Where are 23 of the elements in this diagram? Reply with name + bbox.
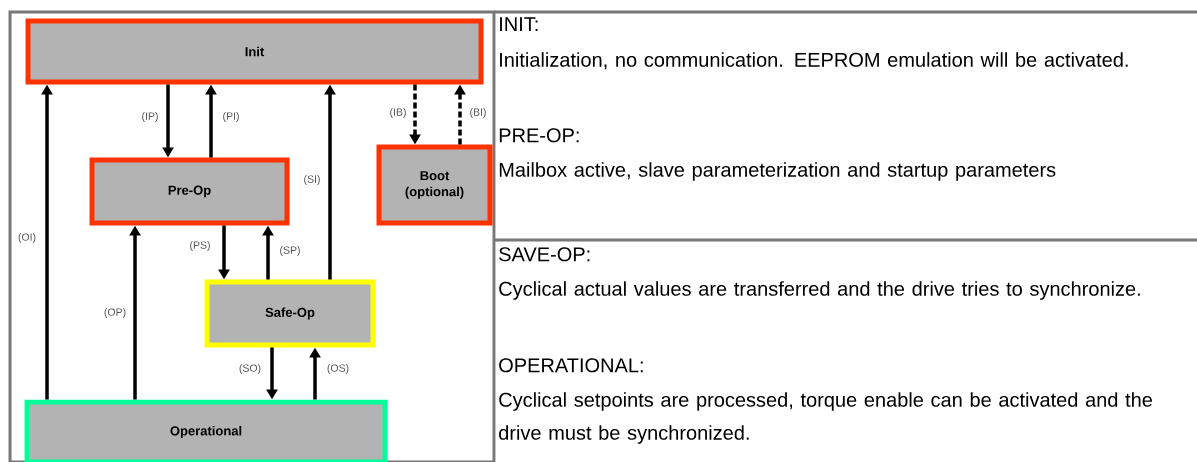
- edge-label: (OS): [325, 363, 351, 375]
- state-box: Boot (optional): [376, 144, 493, 226]
- edge-label: (OI): [17, 232, 38, 244]
- state-box: Init: [25, 18, 484, 85]
- edge-label: (BI): [468, 107, 488, 119]
- edge-label: (SO): [237, 363, 263, 375]
- state-box: Safe-Op: [204, 279, 376, 348]
- edge-label: (SP): [278, 245, 302, 257]
- state-box: Operational: [24, 399, 388, 462]
- state-box: Pre-Op: [89, 157, 290, 226]
- edge-label: (IB): [388, 107, 408, 119]
- heading-text: OPERATIONAL:: [499, 358, 643, 373]
- heading-text: INIT:: [500, 17, 538, 31]
- edge-label: (OP): [102, 307, 128, 319]
- heading-text: SAVE-OP:: [499, 247, 590, 262]
- edge-label: (SI): [302, 174, 322, 186]
- description-text: Cyclical actual values are transferred and the drive tries to synchronize.: [499, 281, 1140, 300]
- edge-label: (PI): [221, 111, 241, 123]
- heading-text: PRE-OP:: [499, 128, 579, 143]
- edge-label: (PS): [188, 240, 212, 252]
- description-text: Initialization, no communication. EEPROM emulation will be activated.: [500, 52, 1128, 70]
- description-text: Cyclical setpoints are processed, torque enable can be activated and the drive must be synchronized.: [499, 392, 1152, 444]
- edge-label: (IP): [140, 111, 160, 123]
